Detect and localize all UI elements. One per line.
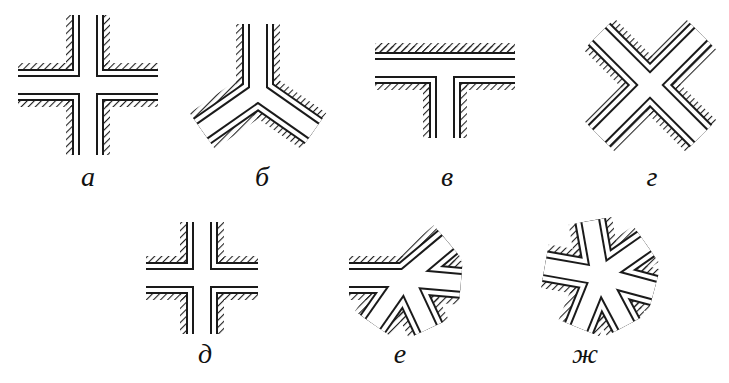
figure-letter: д <box>198 340 212 368</box>
road-stroke <box>194 222 210 278</box>
figure-letter: а <box>81 163 95 191</box>
road-stroke <box>88 75 158 95</box>
road-stroke <box>599 34 650 85</box>
curb-hatching <box>18 15 701 334</box>
road-stroke <box>202 92 258 131</box>
road-stroke <box>375 58 445 78</box>
road-stroke <box>146 270 202 286</box>
road-stroke <box>192 278 212 334</box>
road-stroke <box>88 71 158 99</box>
road-stroke <box>431 68 459 138</box>
road-stroke <box>545 266 600 276</box>
road-stroke <box>18 77 88 93</box>
road-stroke <box>599 85 650 136</box>
road-stroke <box>74 15 102 85</box>
road-stroke <box>599 85 650 136</box>
road-stroke <box>250 24 266 92</box>
road-stroke <box>545 266 600 276</box>
road-stroke <box>202 92 258 131</box>
road-stroke <box>375 54 445 82</box>
road-stroke <box>242 24 274 92</box>
road-stroke <box>579 276 600 328</box>
road-stroke <box>599 34 650 85</box>
road-stroke <box>650 85 701 136</box>
figure-letter: е <box>394 340 406 368</box>
road-stroke <box>88 77 158 93</box>
road-stroke <box>579 276 600 328</box>
road-stroke <box>202 268 258 288</box>
road-stroke <box>80 15 96 85</box>
road-stroke <box>650 85 701 136</box>
road-stroke <box>258 92 314 131</box>
road-stroke <box>445 54 515 82</box>
figure-letter: б <box>255 163 269 191</box>
road-stroke <box>375 60 445 76</box>
road-stroke <box>202 270 258 286</box>
road-stroke <box>429 68 461 138</box>
road-stroke <box>650 85 701 136</box>
road-stroke <box>188 222 216 278</box>
road-stroke <box>80 85 96 155</box>
road-stroke <box>244 24 272 92</box>
road-stroke <box>78 15 98 85</box>
road-stroke <box>545 266 600 276</box>
road-stroke <box>194 278 210 334</box>
road-stroke <box>650 85 701 136</box>
road-stroke <box>599 34 650 85</box>
road-stroke <box>202 92 258 131</box>
road-stroke <box>202 92 258 131</box>
road-stroke <box>435 68 455 138</box>
road-stroke <box>650 34 701 85</box>
road-stroke <box>18 75 88 95</box>
road-stroke <box>437 68 453 138</box>
road-stroke <box>599 34 650 85</box>
road-stroke <box>373 278 405 324</box>
road-stroke <box>202 92 258 131</box>
road-stroke <box>258 92 314 131</box>
road-stroke <box>599 85 650 136</box>
road-stroke <box>650 34 701 85</box>
road-stroke <box>18 71 88 99</box>
road-stroke <box>74 85 102 155</box>
road-stroke <box>258 92 314 131</box>
road-stroke <box>545 266 600 276</box>
road-stroke <box>258 92 314 131</box>
road-stroke <box>445 60 515 76</box>
road-stroke <box>650 34 701 85</box>
road-stroke <box>78 85 98 155</box>
road-stroke <box>650 34 701 85</box>
road-strips <box>18 15 701 334</box>
road-stroke <box>545 266 600 276</box>
road-stroke <box>146 268 202 288</box>
figure-letter: г <box>647 163 658 191</box>
road-stroke <box>258 92 314 131</box>
figure-letter: ж <box>572 340 598 368</box>
road-stroke <box>650 34 701 85</box>
road-stroke <box>650 85 701 136</box>
road-stroke <box>248 24 268 92</box>
figure-letter: в <box>441 163 453 191</box>
road-stroke <box>236 24 280 92</box>
road-stroke <box>599 85 650 136</box>
road-stroke <box>445 58 515 78</box>
road-stroke <box>192 222 212 278</box>
road-stroke <box>599 34 650 85</box>
road-stroke <box>72 15 104 85</box>
road-stroke <box>599 85 650 136</box>
